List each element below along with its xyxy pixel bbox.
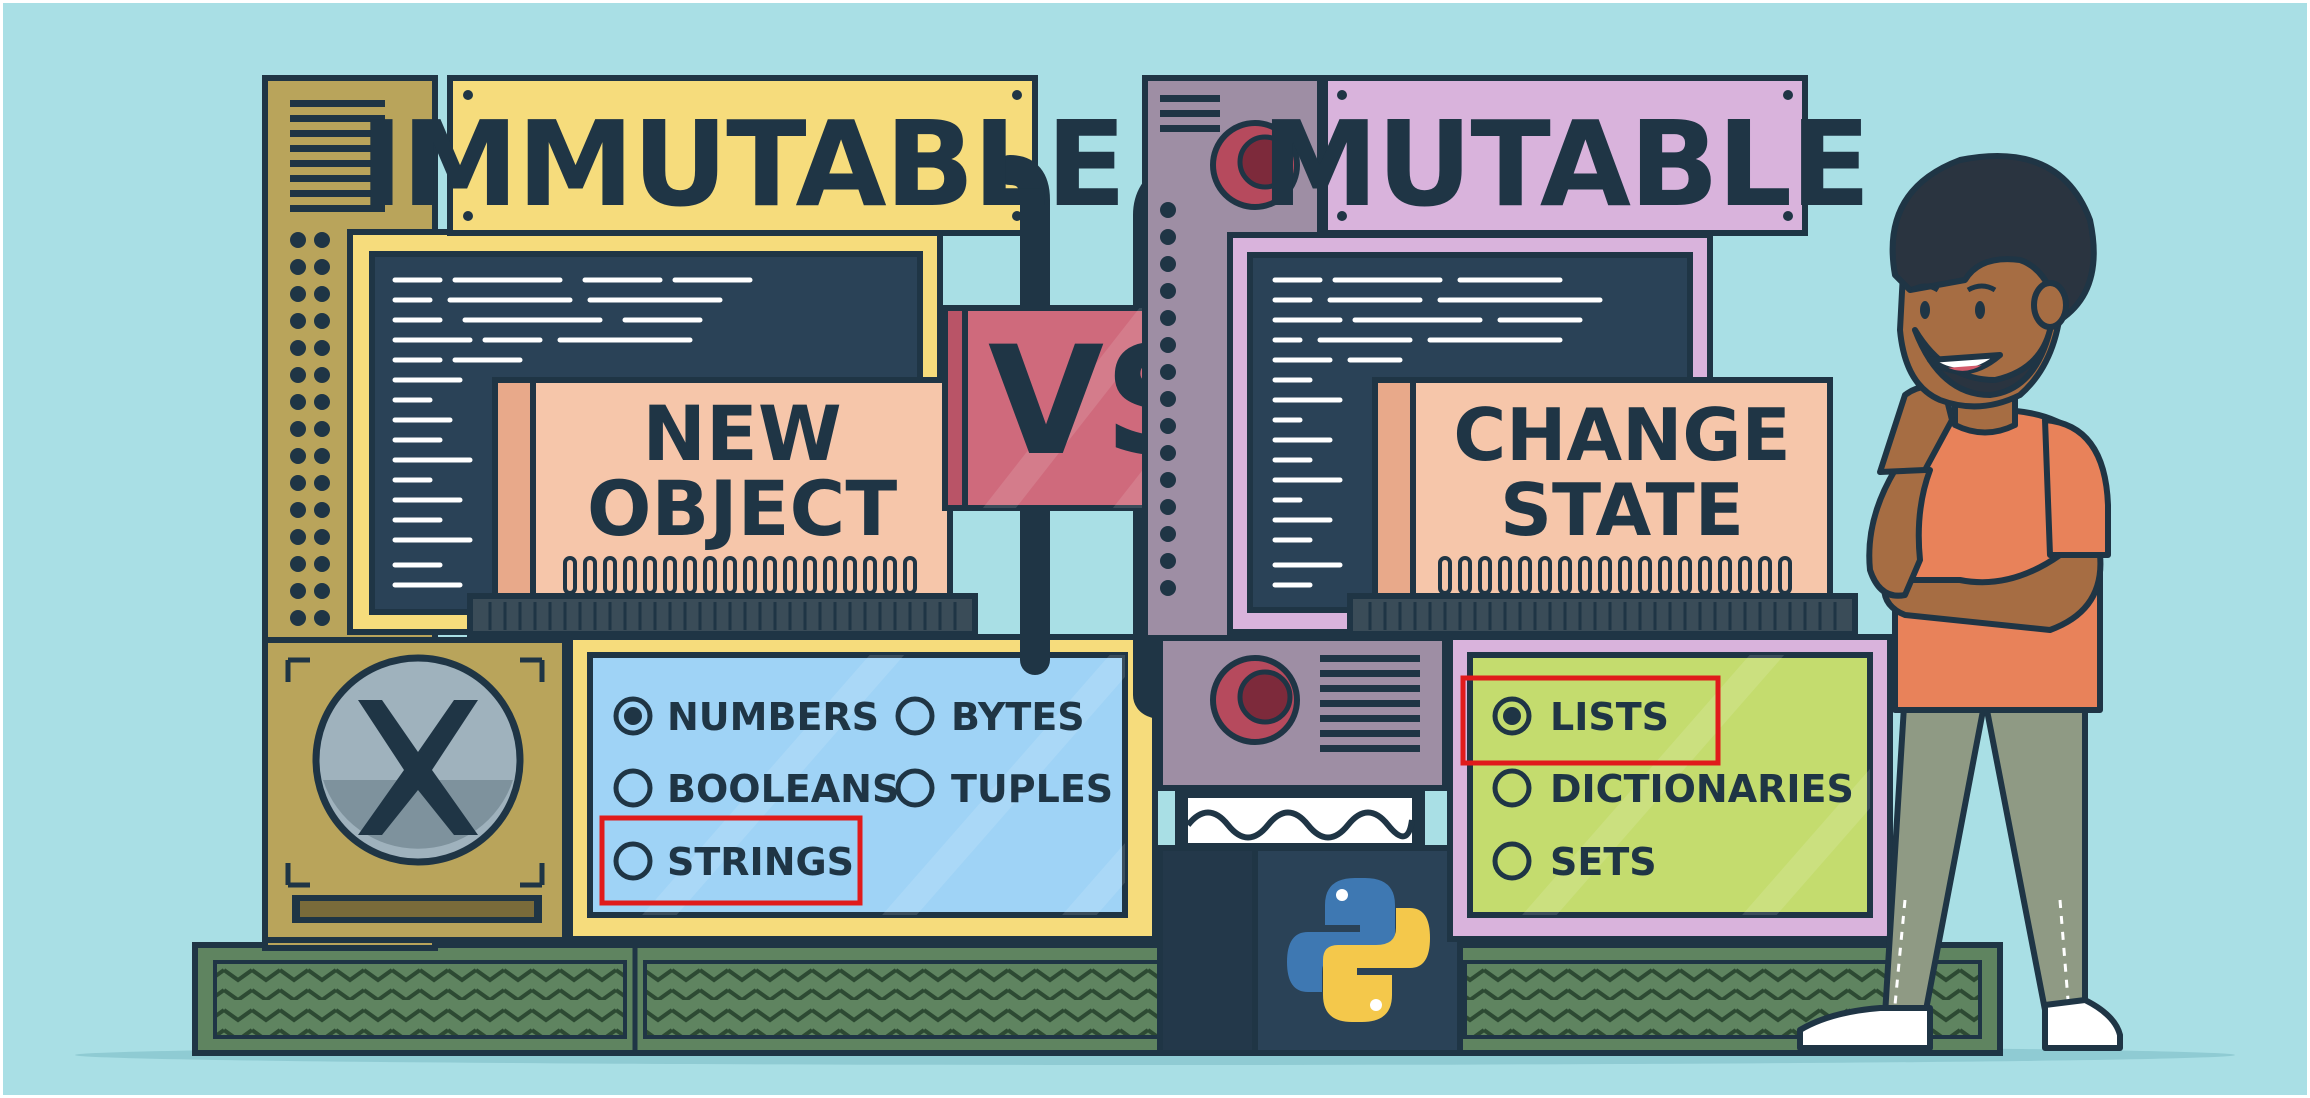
option-dictionaries-label: DICTIONARIES — [1550, 767, 1854, 811]
new-object-line1: NEW — [642, 389, 841, 478]
option-sets[interactable]: SETS — [1492, 840, 1657, 884]
change-state-line1: CHANGE — [1453, 393, 1790, 477]
base-platform — [192, 942, 2003, 1056]
option-tuples-label: TUPLES — [951, 767, 1113, 811]
lists-highlight-box — [1460, 675, 1721, 766]
option-bytes-label: BYTES — [951, 695, 1085, 739]
mutable-machine — [1142, 75, 1808, 1056]
radio-dot-icon — [1503, 707, 1521, 725]
option-tuples[interactable]: TUPLES — [895, 767, 1113, 811]
option-strings[interactable]: STRINGS — [613, 840, 854, 884]
option-bytes[interactable]: BYTES — [895, 695, 1085, 739]
thinking-person — [1797, 153, 2123, 1051]
radio-selected-icon — [613, 696, 653, 736]
radio-empty-icon — [613, 768, 653, 808]
mutable-title: MUTABLE — [1261, 95, 1869, 233]
immutable-title: IMMUTABLE — [360, 95, 1125, 233]
option-lists[interactable]: LISTS — [1492, 695, 1669, 739]
option-strings-label: STRINGS — [667, 840, 854, 884]
radio-empty-icon — [1492, 841, 1532, 881]
option-booleans-label: BOOLEANS — [667, 767, 899, 811]
option-lists-label: LISTS — [1550, 695, 1669, 739]
radio-dot-icon — [624, 707, 642, 725]
change-state-line2: STATE — [1500, 468, 1744, 552]
option-dictionaries[interactable]: DICTIONARIES — [1492, 767, 1854, 811]
radio-empty-icon — [895, 768, 935, 808]
option-booleans[interactable]: BOOLEANS — [613, 767, 899, 811]
strings-highlight-box — [599, 815, 863, 906]
radio-empty-icon — [1492, 768, 1532, 808]
new-object-line2: OBJECT — [587, 464, 898, 553]
option-sets-label: SETS — [1550, 840, 1657, 884]
mutable-options-panel — [1447, 634, 1893, 942]
change-state-card: CHANGE STATE — [1347, 377, 1858, 637]
option-numbers[interactable]: NUMBERS — [613, 695, 879, 739]
radio-empty-icon — [895, 696, 935, 736]
option-numbers-label: NUMBERS — [667, 695, 879, 739]
new-object-card: NEW OBJECT — [467, 377, 978, 637]
python-logo-icon — [1287, 878, 1430, 1022]
x-icon — [312, 654, 524, 866]
radio-empty-icon — [613, 841, 653, 881]
radio-selected-icon — [1492, 696, 1532, 736]
